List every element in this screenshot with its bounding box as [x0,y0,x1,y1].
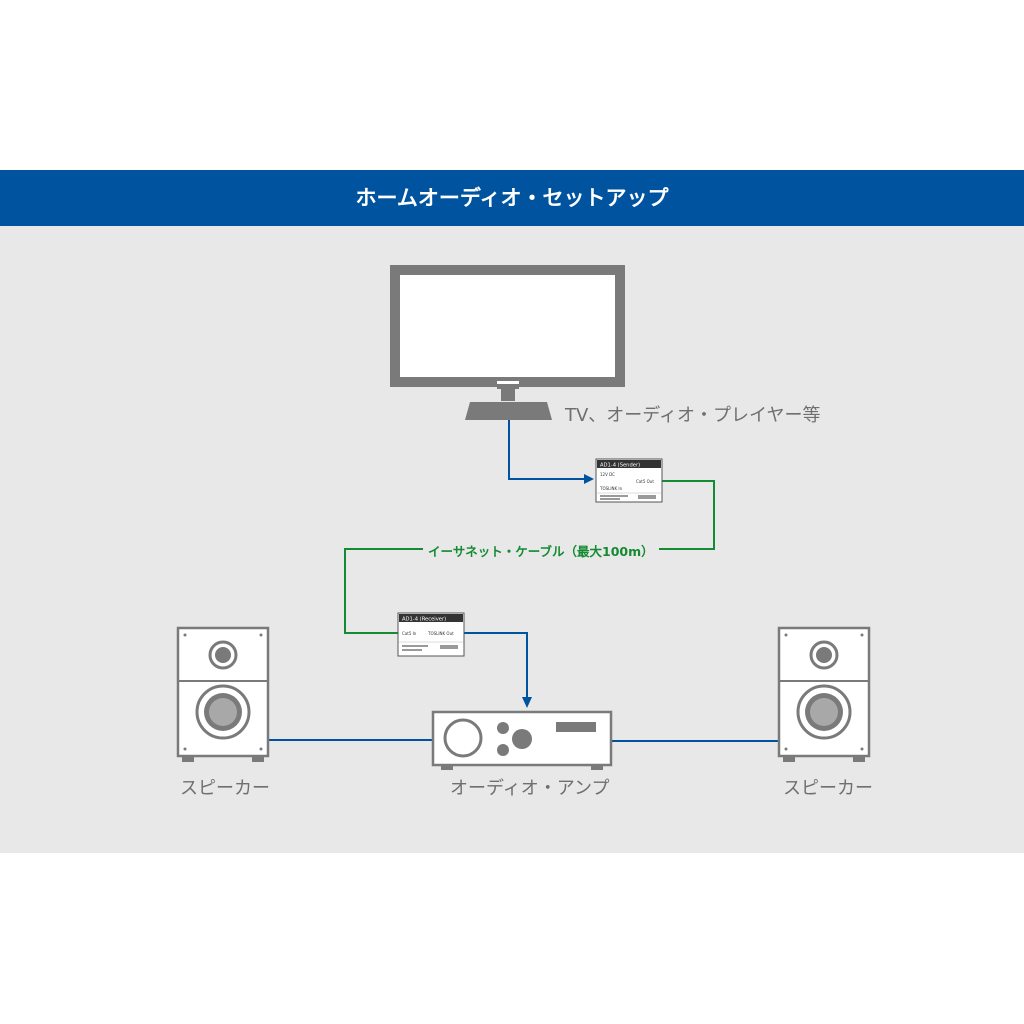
speaker-right-label: スピーカー [783,778,873,799]
arrow-down-icon [522,697,532,708]
receiver-title: AD1-4 (Receiver) [402,617,446,623]
tv-icon [390,265,625,420]
sender-port-out: Cat5 Out [636,479,654,484]
sender-title: AD1-4 (Sender) [600,463,640,469]
receiver-port-in: Cat5 In [402,631,417,636]
speaker-left-label: スピーカー [180,778,270,799]
page-title: ホームオーディオ・セットアップ [355,186,669,210]
speaker-right-icon [777,626,871,762]
sender-port-power: 12V DC [600,472,615,477]
speaker-left-icon [176,626,270,762]
arrow-right-icon [584,474,594,484]
tv-to-sender-line [508,419,585,480]
receiver-box-icon: AD1-4 (Receiver) Cat5 In TOSLINK Out [397,612,465,657]
ethernet-cable-label: イーサネット・ケーブル（最大100m） [423,541,659,560]
sender-box-icon: AD1-4 (Sender) 12V DC Cat5 Out TOSLINK I… [595,458,663,503]
source-label: TV、オーディオ・プレイヤー等 [565,405,821,426]
amplifier-label: オーディオ・アンプ [450,778,610,799]
amplifier-icon [431,710,613,770]
receiver-port-out: TOSLINK Out [427,631,454,636]
receiver-to-amp-line [464,632,528,698]
sender-port-in: TOSLINK In [599,486,623,491]
header-bar [0,170,1024,226]
